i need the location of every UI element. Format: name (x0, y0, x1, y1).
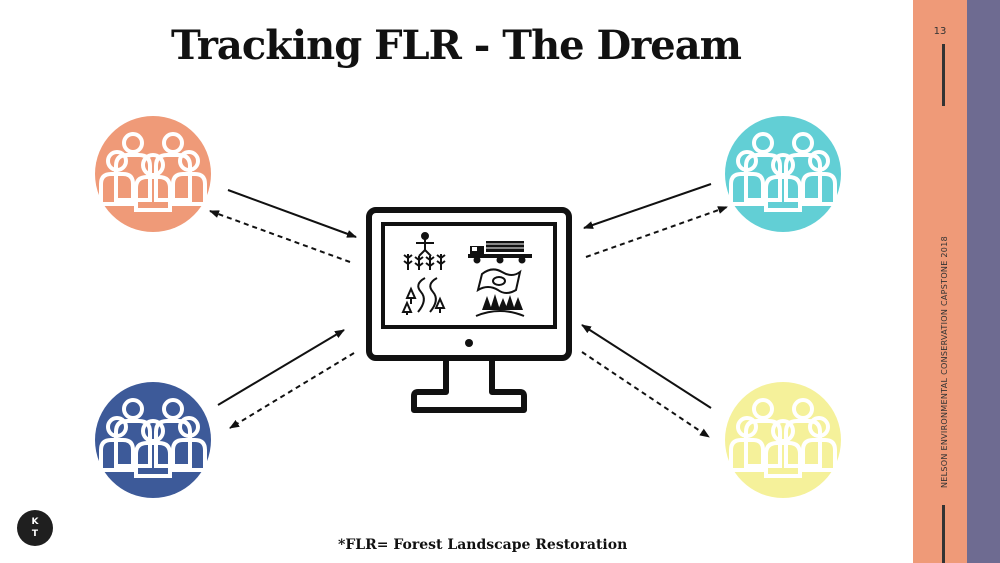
sidebar-purple (967, 0, 1000, 563)
arrow-dashed (585, 206, 728, 258)
tree-line-icon (475, 294, 525, 317)
arrow-dashed (581, 351, 710, 438)
arrow-dashed (209, 210, 351, 263)
group-bottom-left (95, 382, 211, 498)
sidebar-text: NELSON ENVIRONMENTAL CONSERVATION CAPSTO… (940, 236, 949, 488)
sidebar-orange (913, 0, 967, 563)
group-bottom-right (725, 382, 841, 498)
group-top-right (725, 116, 841, 232)
logging-truck-icon (468, 241, 532, 264)
arrow-solid (581, 324, 712, 409)
forest-path-icon (401, 277, 446, 315)
computer-monitor-icon (366, 207, 572, 413)
arrow-solid (217, 329, 345, 406)
arrow-solid (583, 183, 712, 229)
arrow-dashed (229, 352, 355, 429)
flr-diagram (95, 116, 841, 498)
arrow-solid (227, 189, 357, 238)
seedling-planting-icon (403, 232, 446, 270)
slide-title: Tracking FLR - The Dream (171, 22, 742, 69)
author-initials-badge: K T (17, 510, 53, 546)
money-bill-icon (476, 268, 522, 294)
sidebar-divider-top (942, 44, 945, 106)
footnote: *FLR= Forest Landscape Restoration (338, 537, 628, 553)
seedling-row (403, 254, 446, 270)
page-number: 13 (933, 26, 947, 37)
group-top-left (95, 116, 211, 232)
badge-letter-1: K (31, 517, 39, 527)
arrows (209, 183, 728, 438)
badge-letter-2: T (31, 529, 39, 539)
sidebar-divider-bottom (942, 505, 945, 563)
